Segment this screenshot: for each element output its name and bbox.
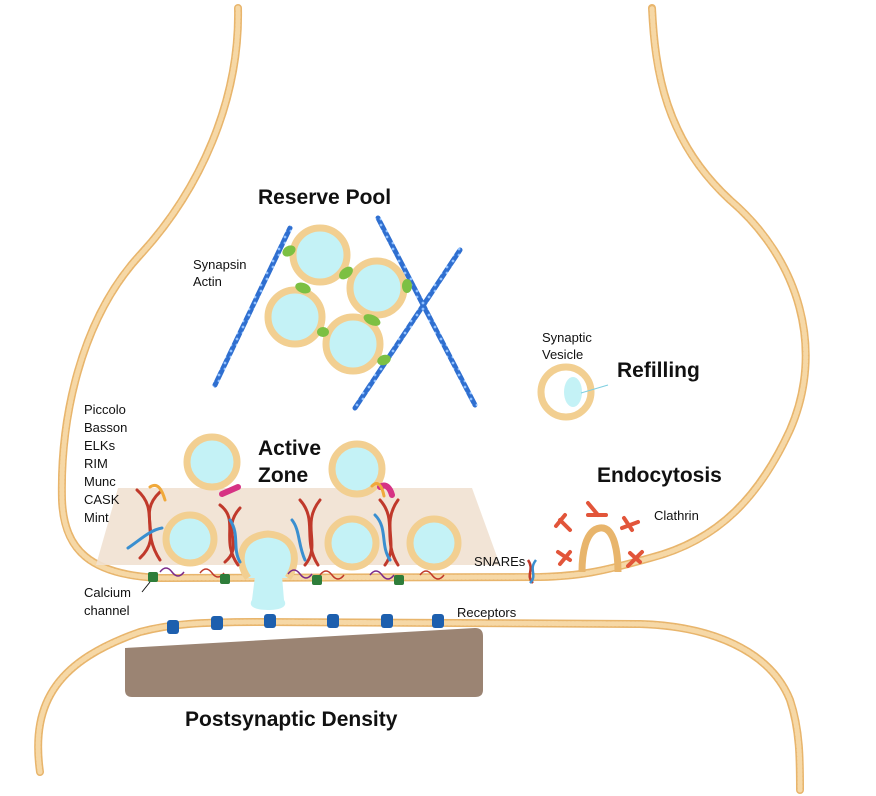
calcium-channels	[141, 572, 404, 593]
protein-label-basson: Basson	[84, 420, 127, 435]
postsynaptic-density-block	[125, 628, 483, 697]
protein-label-munc: Munc	[84, 474, 116, 489]
receptors-label: Receptors	[457, 605, 517, 620]
protein-label-elks: ELKs	[84, 438, 116, 453]
clathrin-label: Clathrin	[654, 508, 699, 523]
tethered-vesicles	[183, 433, 386, 498]
active-zone-proteins	[126, 482, 400, 567]
reserve-pool-vesicles	[264, 224, 408, 375]
active-zone-protein-list: Piccolo Basson ELKs RIM Munc CASK Mint	[84, 402, 127, 525]
endocytic-pit	[554, 501, 644, 573]
protein-label-rim: RIM	[84, 456, 108, 471]
docked-vesicles	[162, 511, 462, 571]
refilling-vesicle	[537, 363, 609, 421]
protein-label-piccolo: Piccolo	[84, 402, 126, 417]
actin-filaments	[212, 215, 478, 411]
synapsin-label: Synapsin	[193, 257, 246, 272]
calcium-channel-label-line2: channel	[84, 603, 130, 618]
fusing-vesicle	[237, 530, 298, 610]
postsynaptic-receptors	[167, 614, 444, 634]
active-zone-title-line1: Active	[258, 437, 321, 460]
endocytosis-title: Endocytosis	[597, 464, 722, 487]
calcium-channel-label-line1: Calcium	[84, 585, 131, 600]
clathrin-triskelions	[554, 501, 644, 568]
synaptic-vesicle-label-line2: Vesicle	[542, 347, 583, 362]
reserve-pool-title: Reserve Pool	[258, 186, 391, 209]
snares-label: SNAREs	[474, 554, 526, 569]
snare-complexes	[159, 559, 538, 584]
refilling-title: Refilling	[617, 359, 700, 382]
active-zone-title-line2: Zone	[258, 464, 308, 487]
postsynaptic-density-title: Postsynaptic Density	[185, 708, 398, 731]
actin-label: Actin	[193, 274, 222, 289]
protein-label-cask: CASK	[84, 492, 120, 507]
synapsin-molecules	[282, 245, 412, 366]
protein-label-mint: Mint	[84, 510, 109, 525]
synaptic-vesicle-label-line1: Synaptic	[542, 330, 592, 345]
